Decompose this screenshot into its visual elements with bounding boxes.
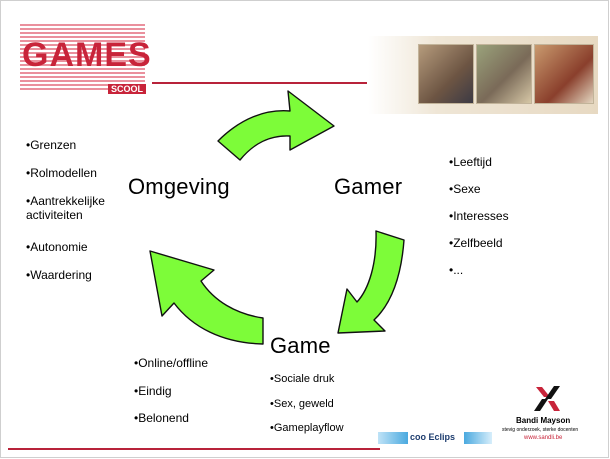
list-item: Sociale druk <box>270 372 335 386</box>
photo-kids <box>476 44 532 104</box>
node-game: Game <box>270 333 331 358</box>
node-omgeving: Omgeving <box>128 174 230 199</box>
list-item: Waardering <box>26 268 92 282</box>
photo-strip <box>368 36 598 114</box>
list-item: Zelfbeeld <box>449 236 502 250</box>
footer-line <box>8 448 380 450</box>
sender-tagline: stevig onderzoek, sterke docenten <box>502 427 579 433</box>
node-gamer: Gamer <box>334 174 403 199</box>
list-item: Autonomie <box>26 240 87 254</box>
photo-girl <box>534 44 594 104</box>
list-item: Rolmodellen <box>26 166 97 180</box>
sender-url: www.sandli.be <box>524 435 563 441</box>
arrow-omgeving-to-gamer <box>217 90 335 161</box>
eclips-logo: coo Eclips <box>378 430 496 446</box>
list-item: Leeftijd <box>449 155 492 169</box>
list-item: Eindig <box>134 384 171 398</box>
header-line-left <box>152 82 367 84</box>
list-item-continuation: activiteiten <box>26 208 83 222</box>
logo-text: GAMES <box>22 36 152 74</box>
list-item: Grenzen <box>26 138 76 152</box>
games-logo: GAMES SCOOL <box>20 22 160 104</box>
list-item: Sexe <box>449 182 480 196</box>
list-item: Aantrekkelijke <box>26 194 105 208</box>
list-item: Interesses <box>449 209 508 223</box>
list-item: Sex, geweld <box>270 397 334 411</box>
list-item: ... <box>449 263 463 277</box>
logo-subtext: SCOOL <box>108 84 147 94</box>
list-item: Belonend <box>134 411 189 425</box>
list-item: Online/offline <box>134 356 208 370</box>
sender-emblem-icon <box>534 386 560 411</box>
sender-name: Bandi Mayson <box>516 416 571 425</box>
photo-boy-gaming <box>418 44 474 104</box>
eclips-logo-text: coo Eclips <box>410 432 456 442</box>
arrow-gamer-to-game <box>337 230 405 334</box>
list-item: Gameplayflow <box>270 421 344 435</box>
arrow-game-to-omgeving <box>149 250 264 345</box>
sender-logo: Bandi Mayson stevig onderzoek, sterke do… <box>502 383 592 453</box>
